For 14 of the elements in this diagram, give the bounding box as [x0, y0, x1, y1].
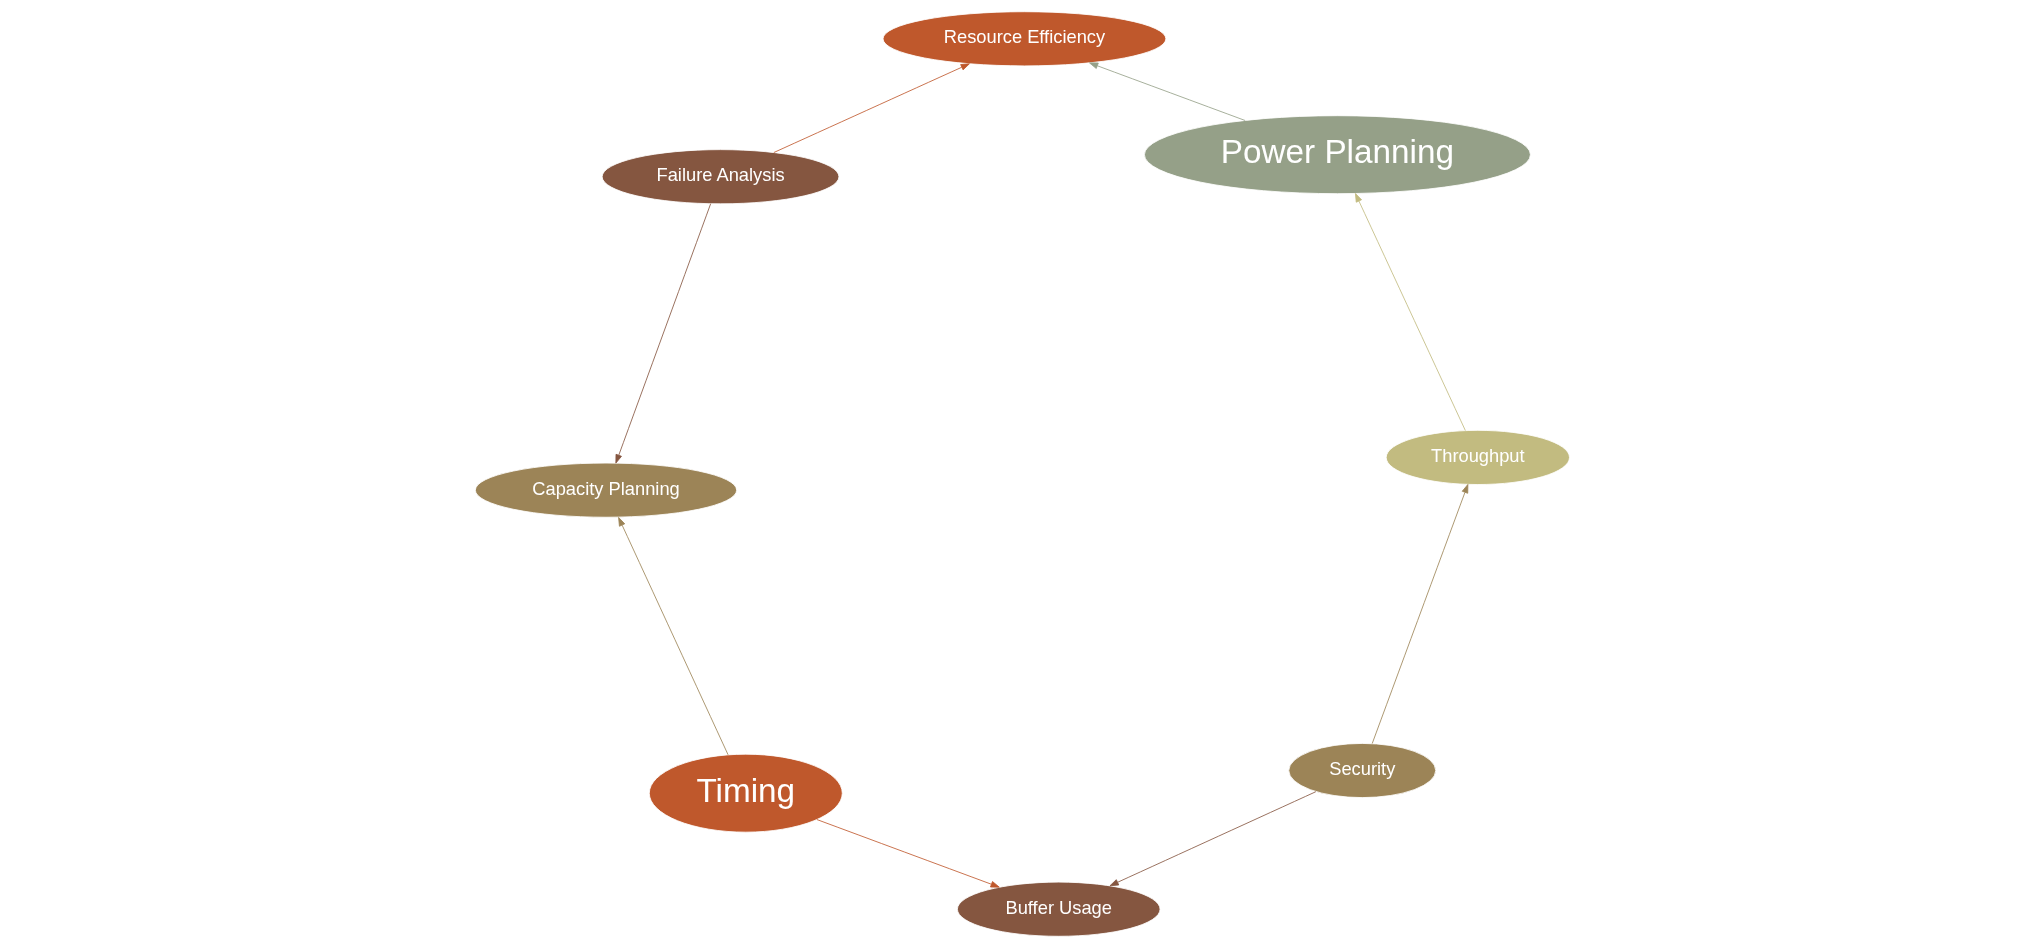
arrow [1088, 62, 1246, 121]
arrow [1109, 791, 1316, 887]
node-ellipse: Throughput [1385, 429, 1570, 485]
arrow [614, 203, 711, 464]
arrow [617, 517, 728, 756]
arrow [1371, 484, 1468, 744]
node-ellipse: Timing [648, 753, 843, 833]
node-ellipse: Capacity Planning [474, 462, 737, 518]
arrow [772, 63, 970, 153]
node-ellipse: Security [1287, 743, 1436, 798]
arrow [815, 819, 1000, 888]
arrow [1354, 193, 1466, 431]
node-ellipse: Power Planning [1143, 115, 1531, 195]
node-ellipse: Failure Analysis [601, 149, 839, 205]
